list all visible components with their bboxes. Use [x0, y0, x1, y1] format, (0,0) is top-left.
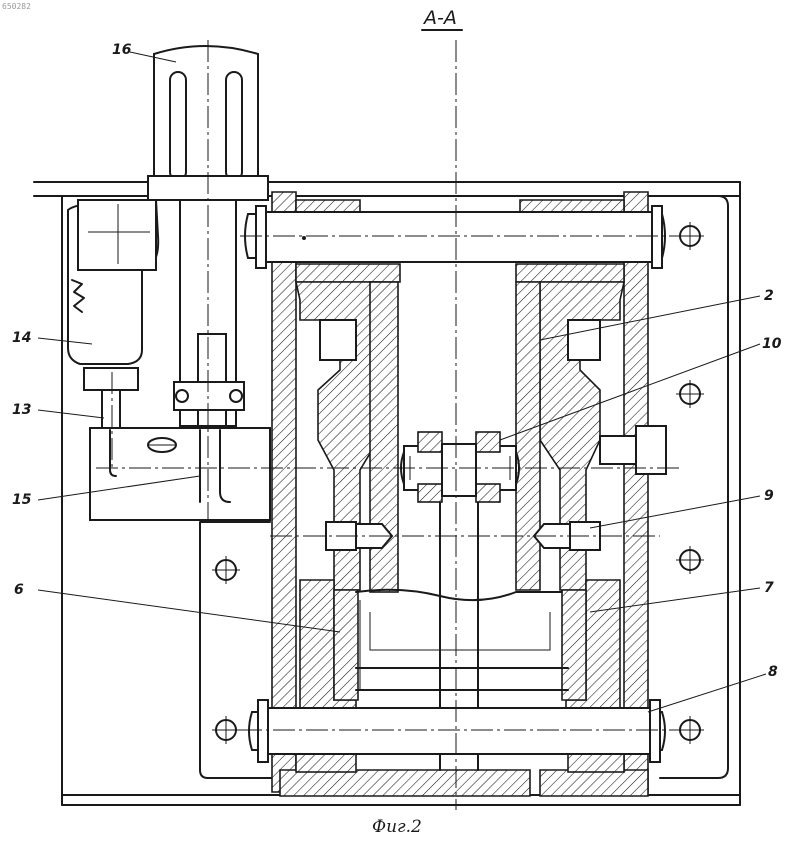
leader-lines — [38, 52, 766, 712]
right-mounting-plate — [660, 196, 728, 778]
label-16: 16 — [112, 42, 132, 58]
label-10: 10 — [762, 336, 782, 352]
section-title: А-А — [422, 7, 462, 30]
lever-left — [296, 282, 378, 710]
label-14: 14 — [12, 330, 31, 346]
label-15: 15 — [12, 492, 32, 508]
label-7: 7 — [764, 580, 774, 596]
label-9: 9 — [764, 488, 774, 504]
figure-caption: Фиг.2 — [372, 817, 422, 837]
label-6: 6 — [14, 582, 24, 598]
cam-housing — [68, 200, 158, 430]
label-13: 13 — [12, 402, 31, 418]
document-number: 650282 — [2, 2, 31, 11]
slider-block — [90, 428, 270, 520]
bottom-shaft — [249, 700, 665, 762]
section-title-text: А-А — [422, 7, 457, 29]
lever-right — [516, 282, 624, 710]
hub-assembly — [401, 432, 519, 502]
label-2: 2 — [764, 288, 774, 304]
top-shaft — [245, 206, 665, 268]
label-8: 8 — [768, 664, 778, 680]
